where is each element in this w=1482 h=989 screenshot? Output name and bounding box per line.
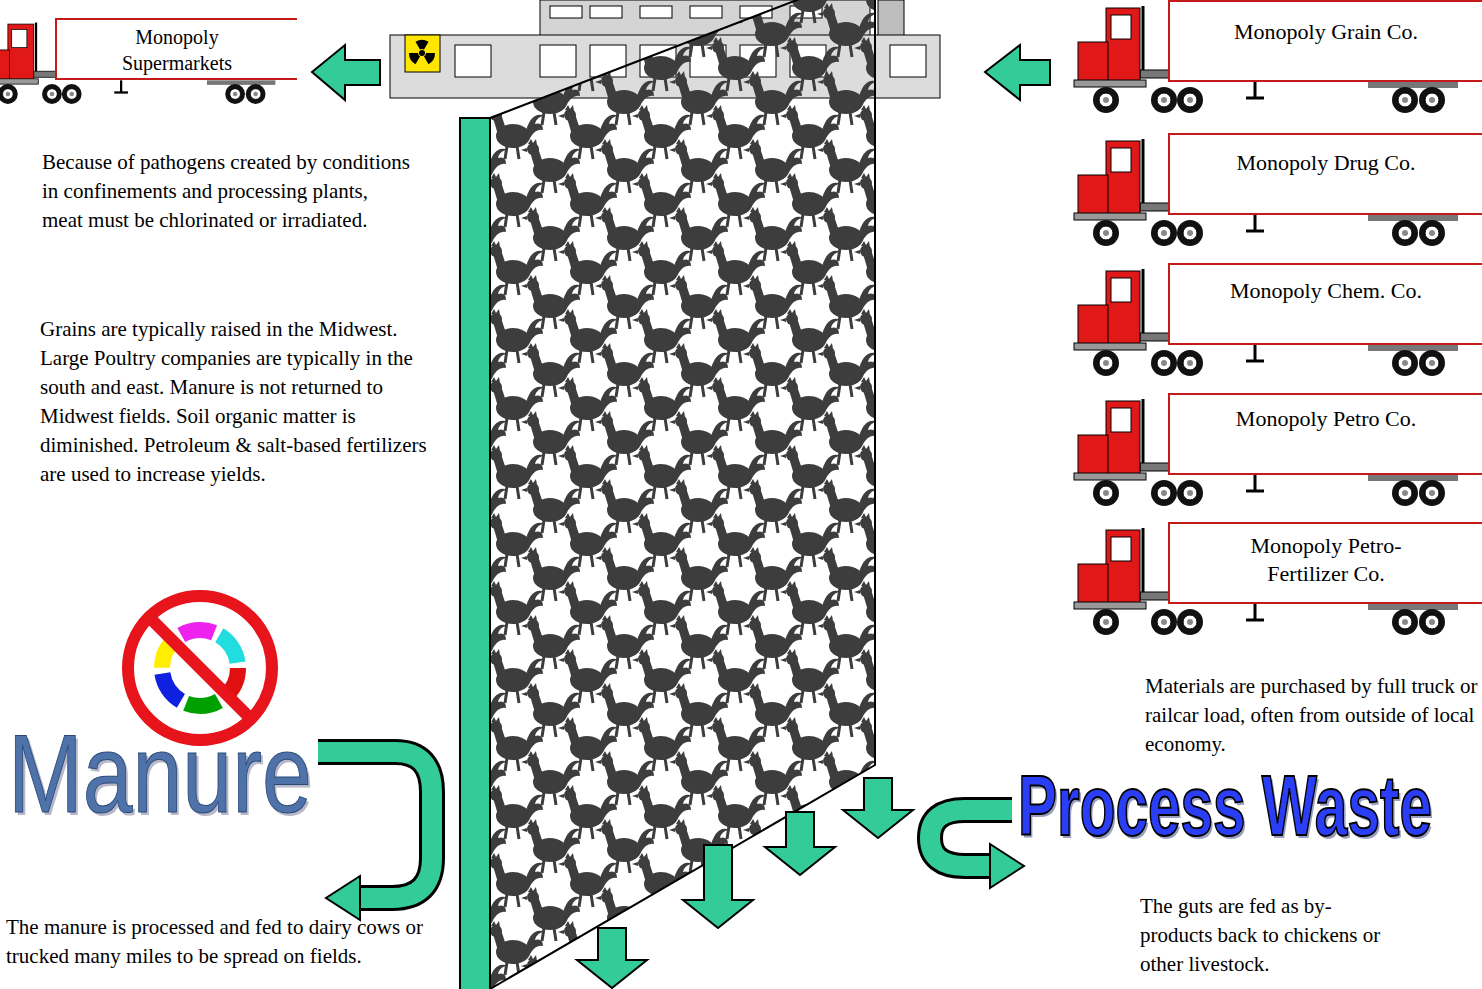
trailer-box: Monopoly Petro-Fertilizer Co. <box>1168 522 1482 604</box>
block-arrow <box>577 928 647 988</box>
radiation-sign <box>405 35 440 72</box>
prohibition-slash <box>149 617 251 719</box>
trailer-box: Monopoly Drug Co. <box>1168 133 1482 215</box>
flow-arrows <box>312 45 1050 988</box>
window <box>455 45 491 77</box>
trefoil-blade <box>409 53 420 64</box>
block-arrow <box>985 45 1050 100</box>
note-text: Grains are typically raised in the Midwe… <box>40 315 440 489</box>
trailer-label: Monopoly Chem. Co. <box>1190 277 1462 305</box>
window <box>690 6 722 18</box>
trailer-label: Monopoly Drug Co. <box>1190 149 1462 177</box>
window <box>640 6 672 18</box>
note-text: The manure is processed and fed to dairy… <box>6 913 438 971</box>
note-text: Because of pathogens created by conditio… <box>42 148 412 235</box>
trailer-box: Monopoly Grain Co. <box>1168 0 1482 82</box>
curved-arrow-body <box>318 752 432 898</box>
trailer-box: Monopoly Petro Co. <box>1168 393 1482 475</box>
block-arrow <box>683 845 753 928</box>
trailer-label: Monopoly Petro Co. <box>1190 405 1462 433</box>
trailer-label: Monopoly Petro-Fertilizer Co. <box>1220 532 1432 588</box>
window <box>590 6 622 18</box>
curved-arrow-head <box>990 844 1024 888</box>
word-art-heading: Manure <box>8 718 328 830</box>
curved-arrow-head <box>326 876 360 920</box>
confinement-wall <box>460 118 490 989</box>
trefoil-center <box>419 50 425 56</box>
radiation-trefoil <box>409 40 435 64</box>
trailer-box: Monopoly Chem. Co. <box>1168 263 1482 345</box>
trailer-label: Monopoly Supermarkets <box>102 24 252 76</box>
block-arrow <box>312 45 380 100</box>
curved-arrow-outline <box>318 752 432 898</box>
manure-curved-arrow <box>318 752 432 920</box>
word-art-heading: Process Waste <box>1018 762 1432 848</box>
block-arrow <box>765 812 835 875</box>
note-text: Materials are purchased by full truck or… <box>1145 672 1482 759</box>
trailer-label: Monopoly Grain Co. <box>1190 18 1462 46</box>
trefoil-blade <box>416 40 429 50</box>
confinement-panel <box>490 0 875 989</box>
block-arrow <box>843 778 913 838</box>
trefoil-blade <box>424 53 435 64</box>
waste-curved-arrow <box>930 810 1024 888</box>
window <box>540 45 576 77</box>
trailer-box: Monopoly Supermarkets <box>55 18 297 80</box>
window <box>890 45 926 77</box>
window <box>550 6 582 18</box>
note-text: The guts are fed as by-products back to … <box>1140 892 1402 979</box>
plant-chimney <box>878 0 904 40</box>
